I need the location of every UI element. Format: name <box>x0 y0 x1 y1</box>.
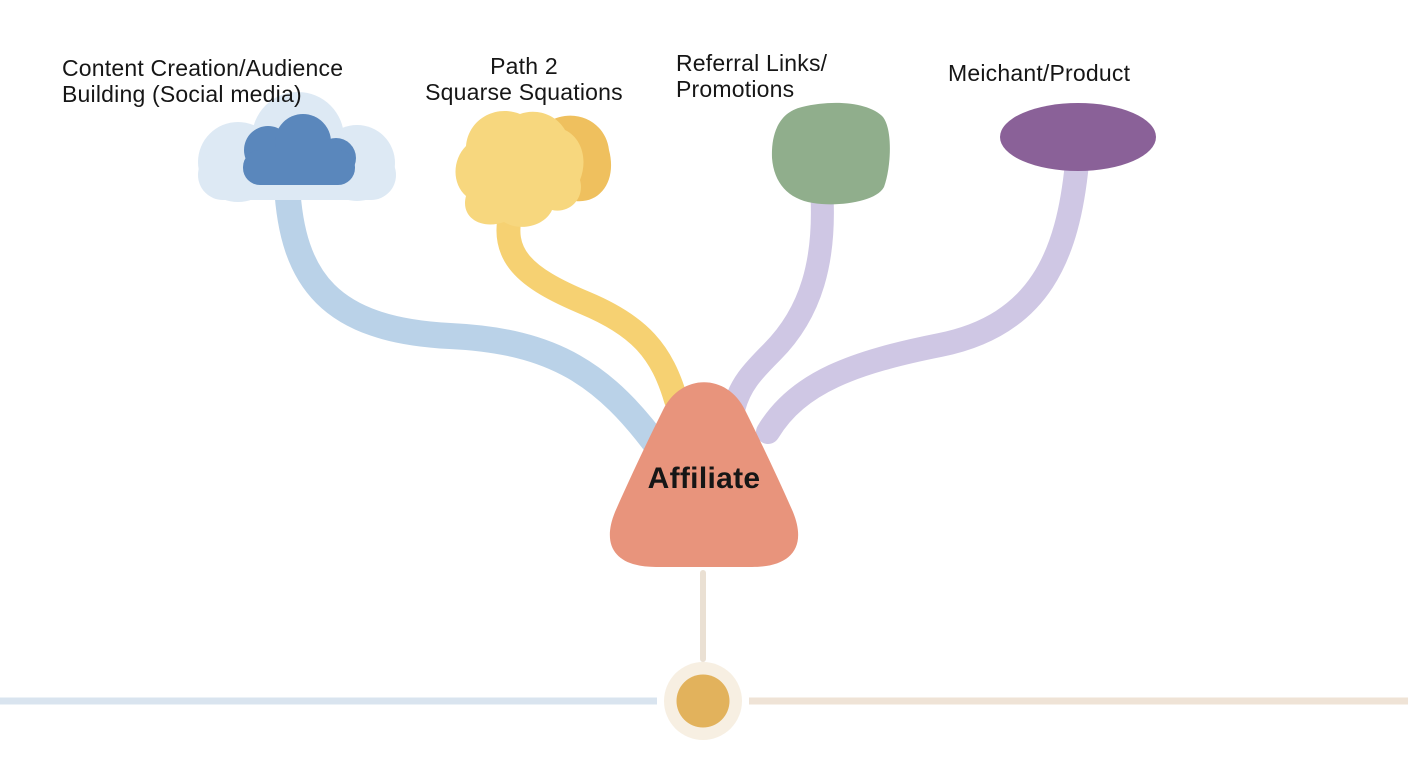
label-referral-links: Referral Links/ Promotions <box>676 50 827 102</box>
rounded-square-icon <box>771 102 890 205</box>
connector-merchant-to-affiliate <box>756 151 1089 444</box>
blob-icon <box>455 110 612 227</box>
label-line: Building (Social media) <box>62 81 302 107</box>
connector-referral-to-affiliate <box>722 184 834 420</box>
label-content-creation: Content Creation/Audience Building (Soci… <box>62 55 343 107</box>
connectors <box>274 151 1089 463</box>
label-line: Promotions <box>676 76 795 102</box>
affiliate-triangle <box>609 382 799 567</box>
ellipse-icon <box>1000 103 1156 171</box>
connector-cloud-to-affiliate <box>274 172 673 463</box>
cloud-front-part <box>243 150 355 185</box>
label-line: Squarse Squations <box>425 79 623 105</box>
cloud-icon <box>198 92 396 202</box>
label-line: Content Creation/Audience <box>62 55 344 81</box>
blob-front-part <box>455 110 584 227</box>
label-line: Path 2 <box>490 53 558 79</box>
affiliate-node-label: Affiliate <box>647 462 761 495</box>
label-line: Referral Links/ <box>676 50 828 76</box>
label-line: Meichant/Product <box>948 60 1131 86</box>
label-path-2: Path 2 Squarse Squations <box>404 53 644 105</box>
connector-blob-to-affiliate <box>496 196 688 412</box>
timeline-dot <box>676 674 730 728</box>
label-merchant-product: Meichant/Product <box>948 60 1130 86</box>
